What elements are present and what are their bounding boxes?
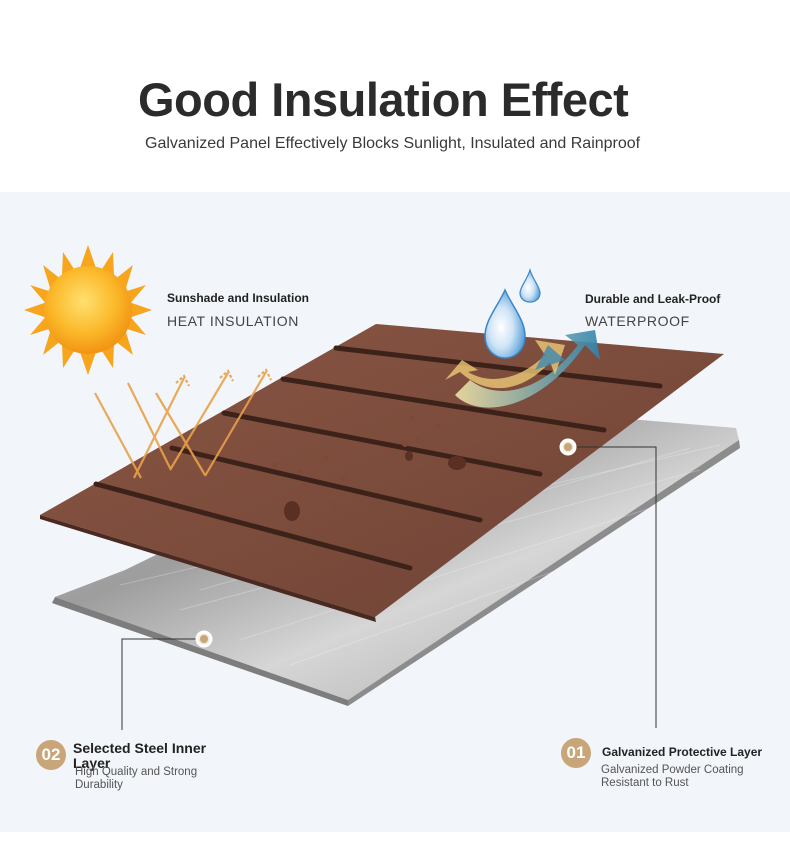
water-feature-title: Durable and Leak-Proof [585, 292, 721, 306]
page-subtitle: Galvanized Panel Effectively Blocks Sunl… [145, 135, 641, 152]
bottom-strip [0, 832, 790, 846]
layer-01-title: Galvanized Protective Layer [602, 745, 763, 759]
page-title: Good Insulation Effect [138, 73, 629, 126]
heat-feature-title: Sunshade and Insulation [167, 291, 310, 305]
layer-02-badge: 02 [36, 740, 66, 770]
layer-02-description: High Quality and Strong Durability [75, 766, 198, 791]
header: Good Insulation Effect Galvanized Panel … [0, 0, 790, 192]
callout-layer-01 [559, 438, 657, 728]
callout-layer-02 [121, 630, 213, 730]
galvanized-protective-layer [40, 324, 724, 622]
layer-02-title: Selected Steel Inner Layer [73, 740, 207, 771]
heat-feature-caps: HEAT INSULATION [167, 313, 299, 329]
water-arrow-icon [445, 330, 600, 408]
sun-icon [24, 245, 152, 375]
layer-01-badge: 01 [561, 738, 591, 768]
water-drop-icon [484, 267, 541, 359]
layer-01-description: Galvanized Powder Coating Resistant to R… [601, 764, 744, 789]
heat-arrow-icon [94, 368, 272, 479]
water-feature-caps: WATERPROOF [585, 313, 690, 329]
